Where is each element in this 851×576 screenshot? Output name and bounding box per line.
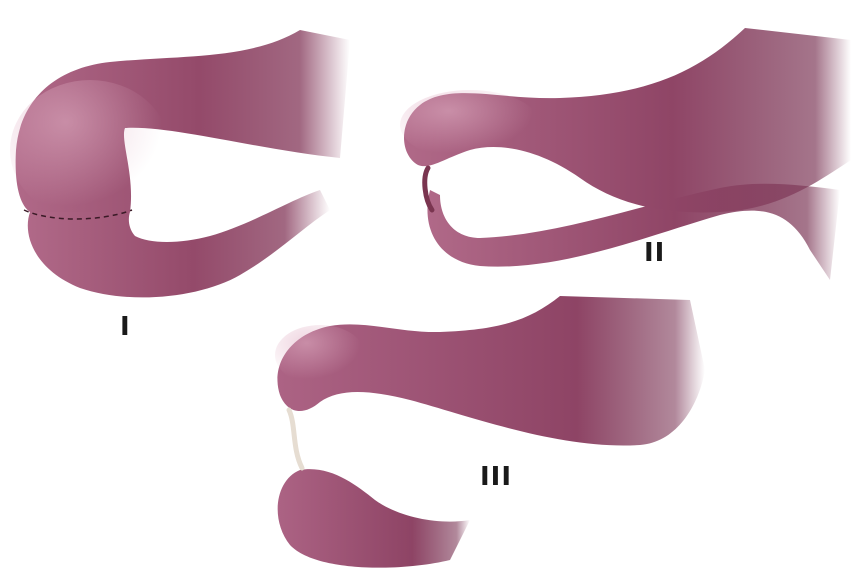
panel-i: [10, 30, 350, 297]
panel-label-iii: III: [480, 462, 512, 492]
panel-label-ii: II: [644, 238, 665, 268]
panel-iii-bowel-lower: [278, 469, 470, 567]
panel-iii: [275, 296, 705, 568]
panel-ii: [400, 28, 851, 280]
panel-label-i: I: [120, 312, 131, 342]
fibrous-band: [289, 410, 302, 468]
panel-ii-cord: [425, 168, 432, 210]
panel-iii-highlight: [275, 325, 365, 385]
panel-ii-highlight: [400, 90, 540, 160]
panel-i-highlight: [10, 80, 170, 220]
